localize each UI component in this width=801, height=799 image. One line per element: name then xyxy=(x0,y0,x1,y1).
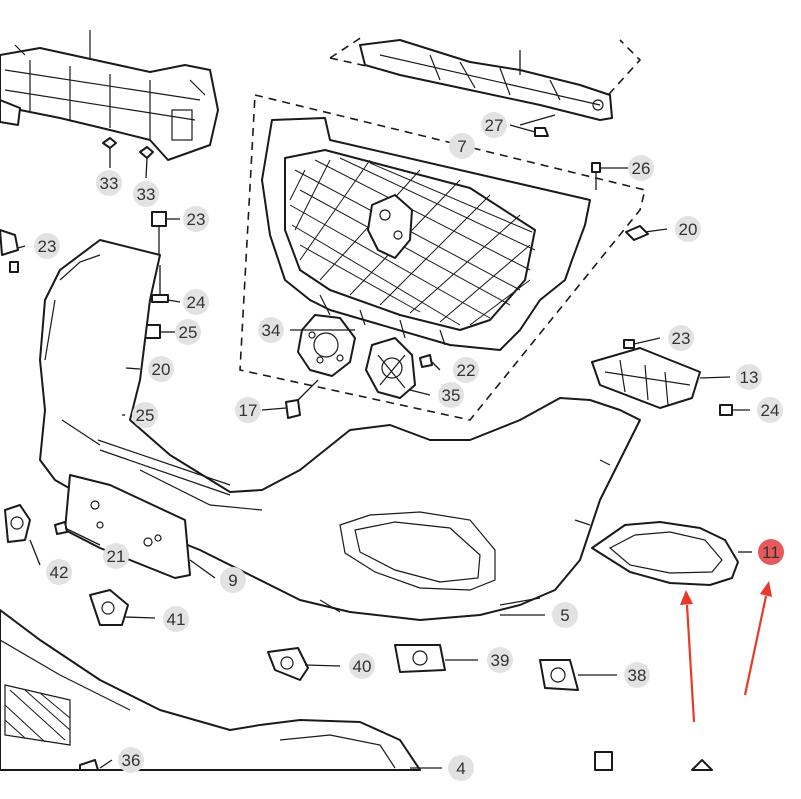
callout: 24 xyxy=(757,397,783,423)
sensor-housing-38 xyxy=(539,659,579,691)
front-grille-part xyxy=(261,117,591,351)
sensor-housing-41 xyxy=(89,589,129,626)
screw-20-right xyxy=(625,225,649,241)
callout: 5 xyxy=(552,602,578,628)
small-clip-bottom xyxy=(594,751,713,771)
callout-label: 25 xyxy=(136,406,155,425)
callout-label: 4 xyxy=(456,759,465,778)
callout-label: 25 xyxy=(179,323,198,342)
callout: 24 xyxy=(183,289,209,315)
callout: 13 xyxy=(736,364,762,390)
sensor-housing-39 xyxy=(394,644,446,673)
callout-label: 35 xyxy=(442,386,461,405)
callout-label: 23 xyxy=(38,237,57,256)
sensor-housing-42 xyxy=(4,504,31,543)
callout: 34 xyxy=(258,317,284,343)
callout-label: 42 xyxy=(50,563,69,582)
callout-label: 23 xyxy=(187,210,206,229)
callout: 4 xyxy=(448,755,474,781)
sensor-housing-40 xyxy=(267,647,309,681)
callout: 17 xyxy=(235,397,261,423)
radiator-support-part xyxy=(0,30,219,161)
callout-label: 39 xyxy=(491,651,510,670)
sensor-bracket-34 xyxy=(297,314,356,377)
callout: 21 xyxy=(103,543,129,569)
clip-23-left xyxy=(0,229,19,273)
callout: 33 xyxy=(96,170,122,196)
bolt-24 xyxy=(151,265,169,303)
callout: 35 xyxy=(438,382,464,408)
screw-24-right xyxy=(719,404,733,416)
red-arrows xyxy=(680,581,772,723)
callout: 42 xyxy=(46,559,72,585)
callout-label: 34 xyxy=(262,321,281,340)
callout: 23 xyxy=(668,325,694,351)
callout: 23 xyxy=(183,206,209,232)
screw-33-a xyxy=(102,137,117,168)
callout: 20 xyxy=(148,356,174,382)
callout-label: 20 xyxy=(152,360,171,379)
callout-label: 11 xyxy=(762,543,780,562)
callout: 20 xyxy=(675,216,701,242)
screw-26 xyxy=(591,162,601,190)
callout-label: 9 xyxy=(228,571,237,590)
callout-label: 13 xyxy=(740,368,759,387)
bumper-cover-part xyxy=(39,239,641,621)
callout: 23 xyxy=(34,233,60,259)
screw-33-b xyxy=(139,146,154,179)
callout-label: 40 xyxy=(353,657,372,676)
screw-22 xyxy=(419,354,433,368)
callout-label: 27 xyxy=(485,116,504,135)
screw-21 xyxy=(54,521,101,546)
callout-label: 33 xyxy=(137,185,156,204)
callout-label: 20 xyxy=(679,220,698,239)
callout: 25 xyxy=(132,402,158,428)
callout: 40 xyxy=(349,653,375,679)
arrow-line-left xyxy=(685,604,696,723)
callout: 39 xyxy=(487,647,513,673)
callout-label: 26 xyxy=(632,159,651,178)
screw-23-right xyxy=(623,339,635,349)
callout: 22 xyxy=(453,357,479,383)
callout: 25 xyxy=(175,319,201,345)
callout-label: 36 xyxy=(122,751,141,770)
callout: 38 xyxy=(624,662,650,688)
callout-highlighted: 11 xyxy=(758,539,784,565)
callout-label: 24 xyxy=(187,293,206,312)
callout-label: 41 xyxy=(167,610,186,629)
callouts: 33 33 27 7 26 23 23 20 24 25 34 23 20 22… xyxy=(34,112,784,781)
bumper-reinforcement-part xyxy=(329,34,642,121)
license-plate-bracket-part xyxy=(64,474,191,579)
arrow-head-right-icon xyxy=(760,581,772,597)
callout-label: 17 xyxy=(239,401,258,420)
arrow-head-left-icon xyxy=(680,590,693,605)
callout-label: 22 xyxy=(457,361,476,380)
callout-label: 7 xyxy=(457,137,466,156)
callout-label: 33 xyxy=(100,174,119,193)
callout-label: 38 xyxy=(628,666,647,685)
fog-lamp-bezel-part xyxy=(591,521,739,586)
callout: 41 xyxy=(163,606,189,632)
sensor-bracket-35 xyxy=(365,337,416,399)
callout: 33 xyxy=(133,181,159,207)
callout-label: 24 xyxy=(761,401,780,420)
lower-bumper-part xyxy=(0,609,421,771)
callout: 36 xyxy=(118,747,144,773)
callout: 26 xyxy=(628,155,654,181)
side-bracket-13 xyxy=(591,347,701,409)
grille-group-box xyxy=(239,93,646,421)
callout: 7 xyxy=(449,133,475,159)
leader-lines xyxy=(17,114,752,769)
callout: 27 xyxy=(481,112,507,138)
bolt-27 xyxy=(509,124,549,137)
callout-label: 5 xyxy=(560,606,569,625)
callout-label: 23 xyxy=(672,329,691,348)
clip-17 xyxy=(285,379,319,419)
arrow-line-right xyxy=(743,595,768,696)
callout: 9 xyxy=(220,567,246,593)
callout-label: 21 xyxy=(107,547,126,566)
